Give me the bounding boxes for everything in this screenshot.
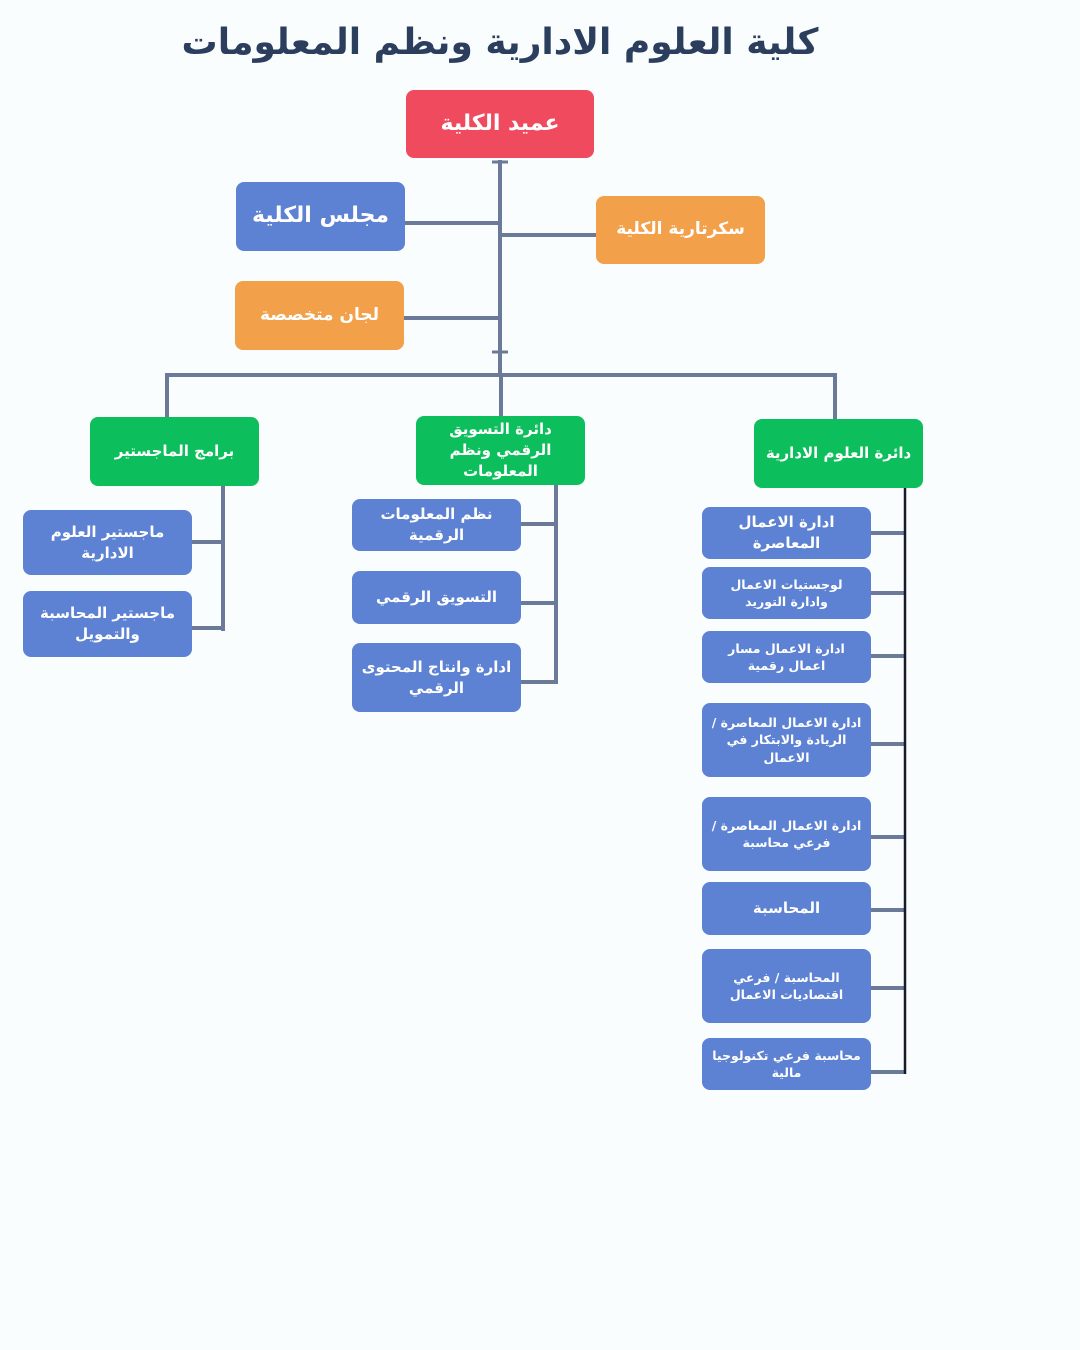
program-box-entrepreneurship: ادارة الاعمال المعاصرة /الريادة والابتكا… — [702, 703, 871, 777]
program-box-digital-info-systems: نظم المعلومات الرقمية — [352, 499, 521, 551]
council-box: مجلس الكلية — [236, 182, 405, 251]
admin-department-box: دائرة العلوم الادارية — [754, 419, 923, 488]
program-box-digital-content: ادارة وانتاج المحتوى الرقمي — [352, 643, 521, 712]
program-box-fintech: محاسبة فرعي تكنولوجيا مالية — [702, 1038, 871, 1090]
dean-box: عميد الكلية — [406, 90, 594, 158]
marketing-department-box: دائرة التسويق الرقمي ونظم المعلومات — [416, 416, 585, 485]
program-box-masters-accounting: ماجستير المحاسبة والتمويل — [23, 591, 192, 657]
program-box-digital-marketing: التسويق الرقمي — [352, 571, 521, 624]
page-title: كلية العلوم الادارية ونظم المعلومات — [181, 22, 819, 63]
secretariat-box: سكرتارية الكلية — [596, 196, 765, 264]
masters-department-box: برامج الماجستير — [90, 417, 259, 486]
program-box-business-minor-accounting: ادارة الاعمال المعاصرة / فرعي محاسبة — [702, 797, 871, 871]
program-box-logistics: لوجستيات الاعمال وادارة التوريد — [702, 567, 871, 619]
program-box-contemporary-business: ادارة الاعمال المعاصرة — [702, 507, 871, 559]
program-box-digital-business: ادارة الاعمال مسار اعمال رقمية — [702, 631, 871, 683]
program-box-accounting-economics: المحاسبة / فرعي اقتصاديات الاعمال — [702, 949, 871, 1023]
program-box-masters-admin: ماجستير العلوم الادارية — [23, 510, 192, 575]
program-box-accounting: المحاسبة — [702, 882, 871, 935]
committees-box: لجان متخصصة — [235, 281, 404, 350]
